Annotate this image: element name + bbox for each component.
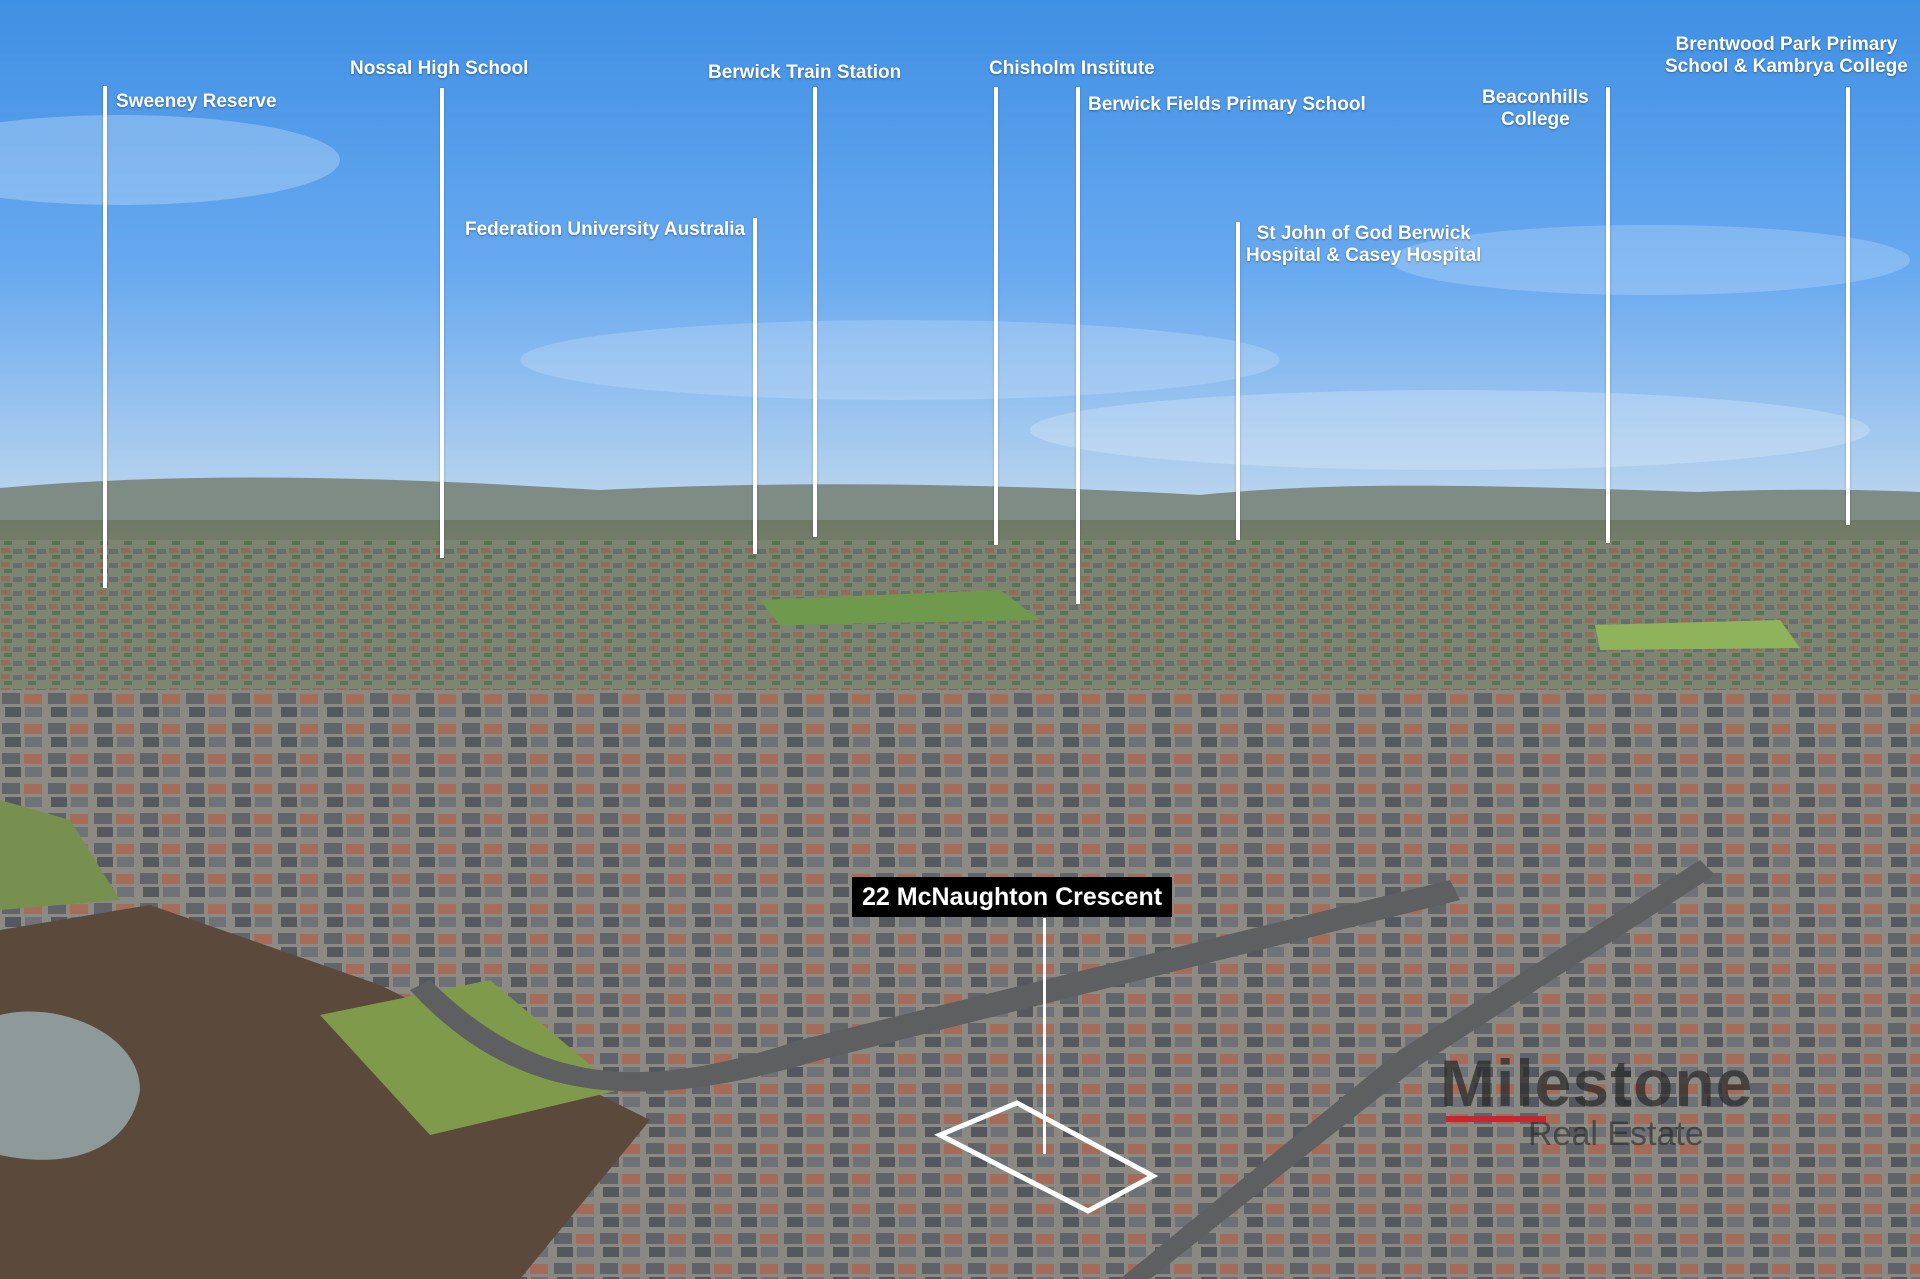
landmark-line-federation-university [753, 218, 757, 554]
landmark-line-berwick-train-station [813, 87, 817, 537]
landmark-label-st-john-hospital-line1: St John of God Berwick [1256, 223, 1471, 244]
landmark-label-berwick-fields-primary: Berwick Fields Primary School [1088, 94, 1366, 115]
landmark-label-st-john-hospital: St John of God Berwick Hospital & Casey … [1246, 223, 1481, 267]
logo-accent-bar [1446, 1116, 1546, 1122]
landmark-label-brentwood-park-line2: School & Kambrya College [1665, 56, 1908, 77]
landmark-line-chisholm-institute [994, 87, 998, 545]
landmark-label-nossal-high-school: Nossal High School [350, 58, 529, 79]
landmark-label-brentwood-park: Brentwood Park Primary School & Kambrya … [1665, 34, 1908, 78]
landmark-label-beaconhills-college: Beaconhills College [1482, 87, 1589, 131]
landmark-line-berwick-fields-primary [1076, 87, 1080, 604]
property-address-tag: 22 McNaughton Crescent [852, 877, 1173, 917]
landmark-label-beaconhills-college-line1: Beaconhills [1482, 87, 1589, 108]
landmark-label-chisholm-institute: Chisholm Institute [989, 58, 1155, 79]
landmark-line-beaconhills-college [1606, 87, 1610, 543]
landmark-line-sweeney-reserve [103, 86, 107, 588]
logo-brand-text: Milestone [1440, 1046, 1754, 1120]
landmark-line-nossal-high-school [440, 88, 444, 558]
landmark-label-berwick-train-station: Berwick Train Station [708, 62, 902, 83]
landmark-line-brentwood-park [1846, 87, 1850, 525]
landmark-label-brentwood-park-line1: Brentwood Park Primary [1675, 34, 1898, 55]
milestone-logo-watermark: Milestone Real Estate [1440, 1050, 1753, 1152]
landmark-label-federation-university: Federation University Australia [465, 219, 746, 240]
landmark-line-st-john-hospital [1236, 222, 1240, 540]
landmark-label-sweeney-reserve: Sweeney Reserve [116, 91, 277, 112]
landmark-label-beaconhills-college-line2: College [1501, 109, 1570, 130]
landmark-label-st-john-hospital-line2: Hospital & Casey Hospital [1246, 245, 1482, 266]
property-pointer-line [1043, 918, 1046, 1154]
logo-tagline-text: Real Estate [1528, 1115, 1704, 1153]
